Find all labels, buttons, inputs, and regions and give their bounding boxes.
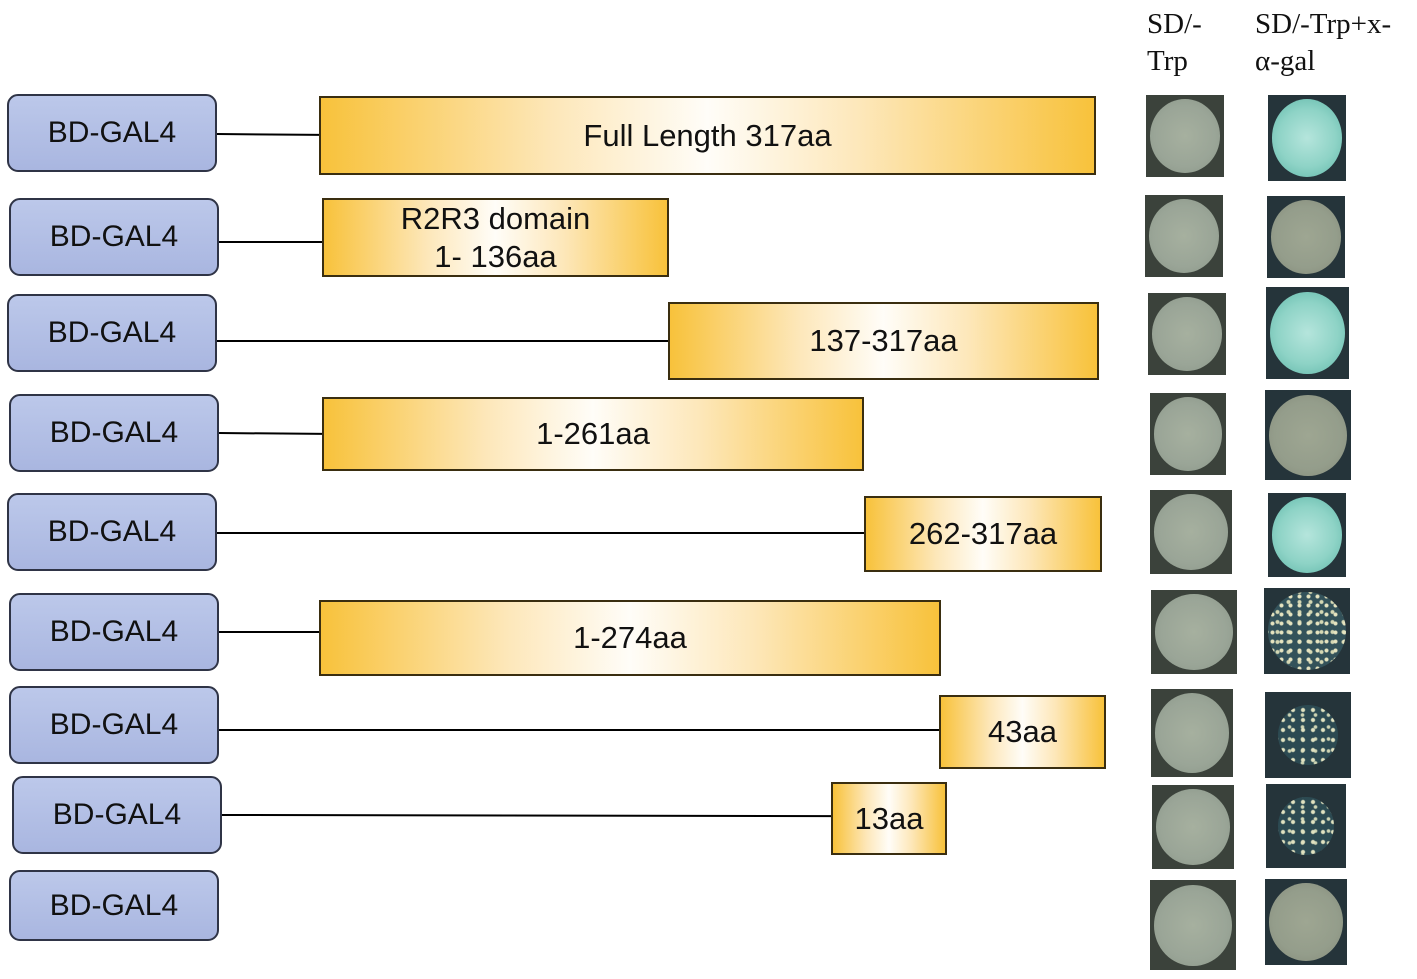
construct-row-4: BD-GAL4 1-261aa (0, 0, 1417, 480)
header-sd-trp-line-1: SD/- (1147, 8, 1202, 40)
construct-row-3: BD-GAL4 137-317aa (0, 0, 1417, 380)
sd-trp-plate (1151, 590, 1237, 674)
bd-gal4-box: BD-GAL4 (9, 870, 219, 941)
construct-row-6: BD-GAL4 1-274aa (0, 0, 1417, 676)
sd-trp-plate (1148, 293, 1226, 375)
domain-label: 43aa (988, 714, 1057, 749)
domain-box: 1-274aa (319, 600, 941, 676)
connector-line (217, 532, 865, 534)
connector-line (216, 133, 321, 136)
bd-gal4-box: BD-GAL4 (7, 94, 217, 172)
xgal-plate (1268, 493, 1346, 577)
domain-label: 262-317aa (908, 516, 1058, 551)
construct-row-5: BD-GAL4 262-317aa (0, 0, 1417, 577)
domain-box: 43aa (939, 695, 1106, 769)
domain-box: 13aa (831, 782, 947, 855)
connector-line (219, 631, 320, 633)
sd-trp-plate (1145, 195, 1223, 277)
sd-trp-plate (1151, 689, 1233, 777)
connector-line (219, 241, 323, 243)
sd-trp-plate (1150, 393, 1226, 475)
domain-label: 1-261aa (536, 416, 650, 451)
construct-row-8: BD-GAL4 13aa (0, 0, 1417, 869)
xgal-plate (1264, 588, 1350, 674)
sd-trp-plate (1150, 880, 1236, 970)
connector-line (217, 340, 669, 342)
xgal-plate (1265, 879, 1347, 965)
column-header-sd-trp-xgal: SD/-Trp+x- α-gal (1255, 6, 1391, 80)
xgal-plate (1265, 692, 1351, 778)
connector-line (221, 814, 833, 818)
domain-label: 13aa (854, 800, 924, 836)
domain-label-line-2: 1- 136aa (434, 238, 557, 274)
header-sd-trp-line-2: Trp (1147, 45, 1188, 77)
domain-box: R2R3 domain 1- 136aa (322, 198, 669, 277)
domain-label: 137-317aa (809, 323, 958, 358)
domain-box: 1-261aa (322, 397, 864, 471)
domain-label: 1-274aa (573, 620, 687, 655)
construct-row-2: BD-GAL4 R2R3 domain 1- 136aa (0, 0, 1417, 278)
xgal-plate (1267, 196, 1345, 278)
bd-gal4-box: BD-GAL4 (9, 593, 219, 671)
column-header-sd-trp: SD/- Trp (1147, 6, 1202, 80)
bd-gal4-box: BD-GAL4 (9, 686, 219, 764)
bd-gal4-box: BD-GAL4 (12, 776, 222, 854)
domain-box: 262-317aa (864, 496, 1102, 572)
construct-row-7: BD-GAL4 43aa (0, 0, 1417, 778)
header-xgal-line-2: α-gal (1255, 45, 1316, 77)
domain-box: 137-317aa (668, 302, 1099, 380)
sd-trp-plate (1152, 785, 1234, 869)
bd-gal4-box: BD-GAL4 (9, 198, 219, 276)
sd-trp-plate (1146, 95, 1224, 177)
xgal-plate (1266, 784, 1346, 868)
connector-line (218, 432, 324, 435)
domain-box: Full Length 317aa (319, 96, 1096, 175)
construct-row-1: BD-GAL4 Full Length 317aa (0, 0, 1417, 181)
sd-trp-plate (1150, 490, 1232, 574)
xgal-plate (1268, 95, 1346, 181)
xgal-plate (1265, 390, 1351, 480)
domain-label: Full Length 317aa (583, 117, 832, 153)
bd-gal4-box: BD-GAL4 (7, 294, 217, 372)
bd-gal4-box: BD-GAL4 (9, 394, 219, 472)
connector-line (219, 729, 940, 731)
xgal-plate (1266, 287, 1349, 379)
bd-gal4-box: BD-GAL4 (7, 493, 217, 571)
header-xgal-line-1: SD/-Trp+x- (1255, 8, 1392, 40)
domain-label-line-1: R2R3 domain (400, 200, 591, 236)
